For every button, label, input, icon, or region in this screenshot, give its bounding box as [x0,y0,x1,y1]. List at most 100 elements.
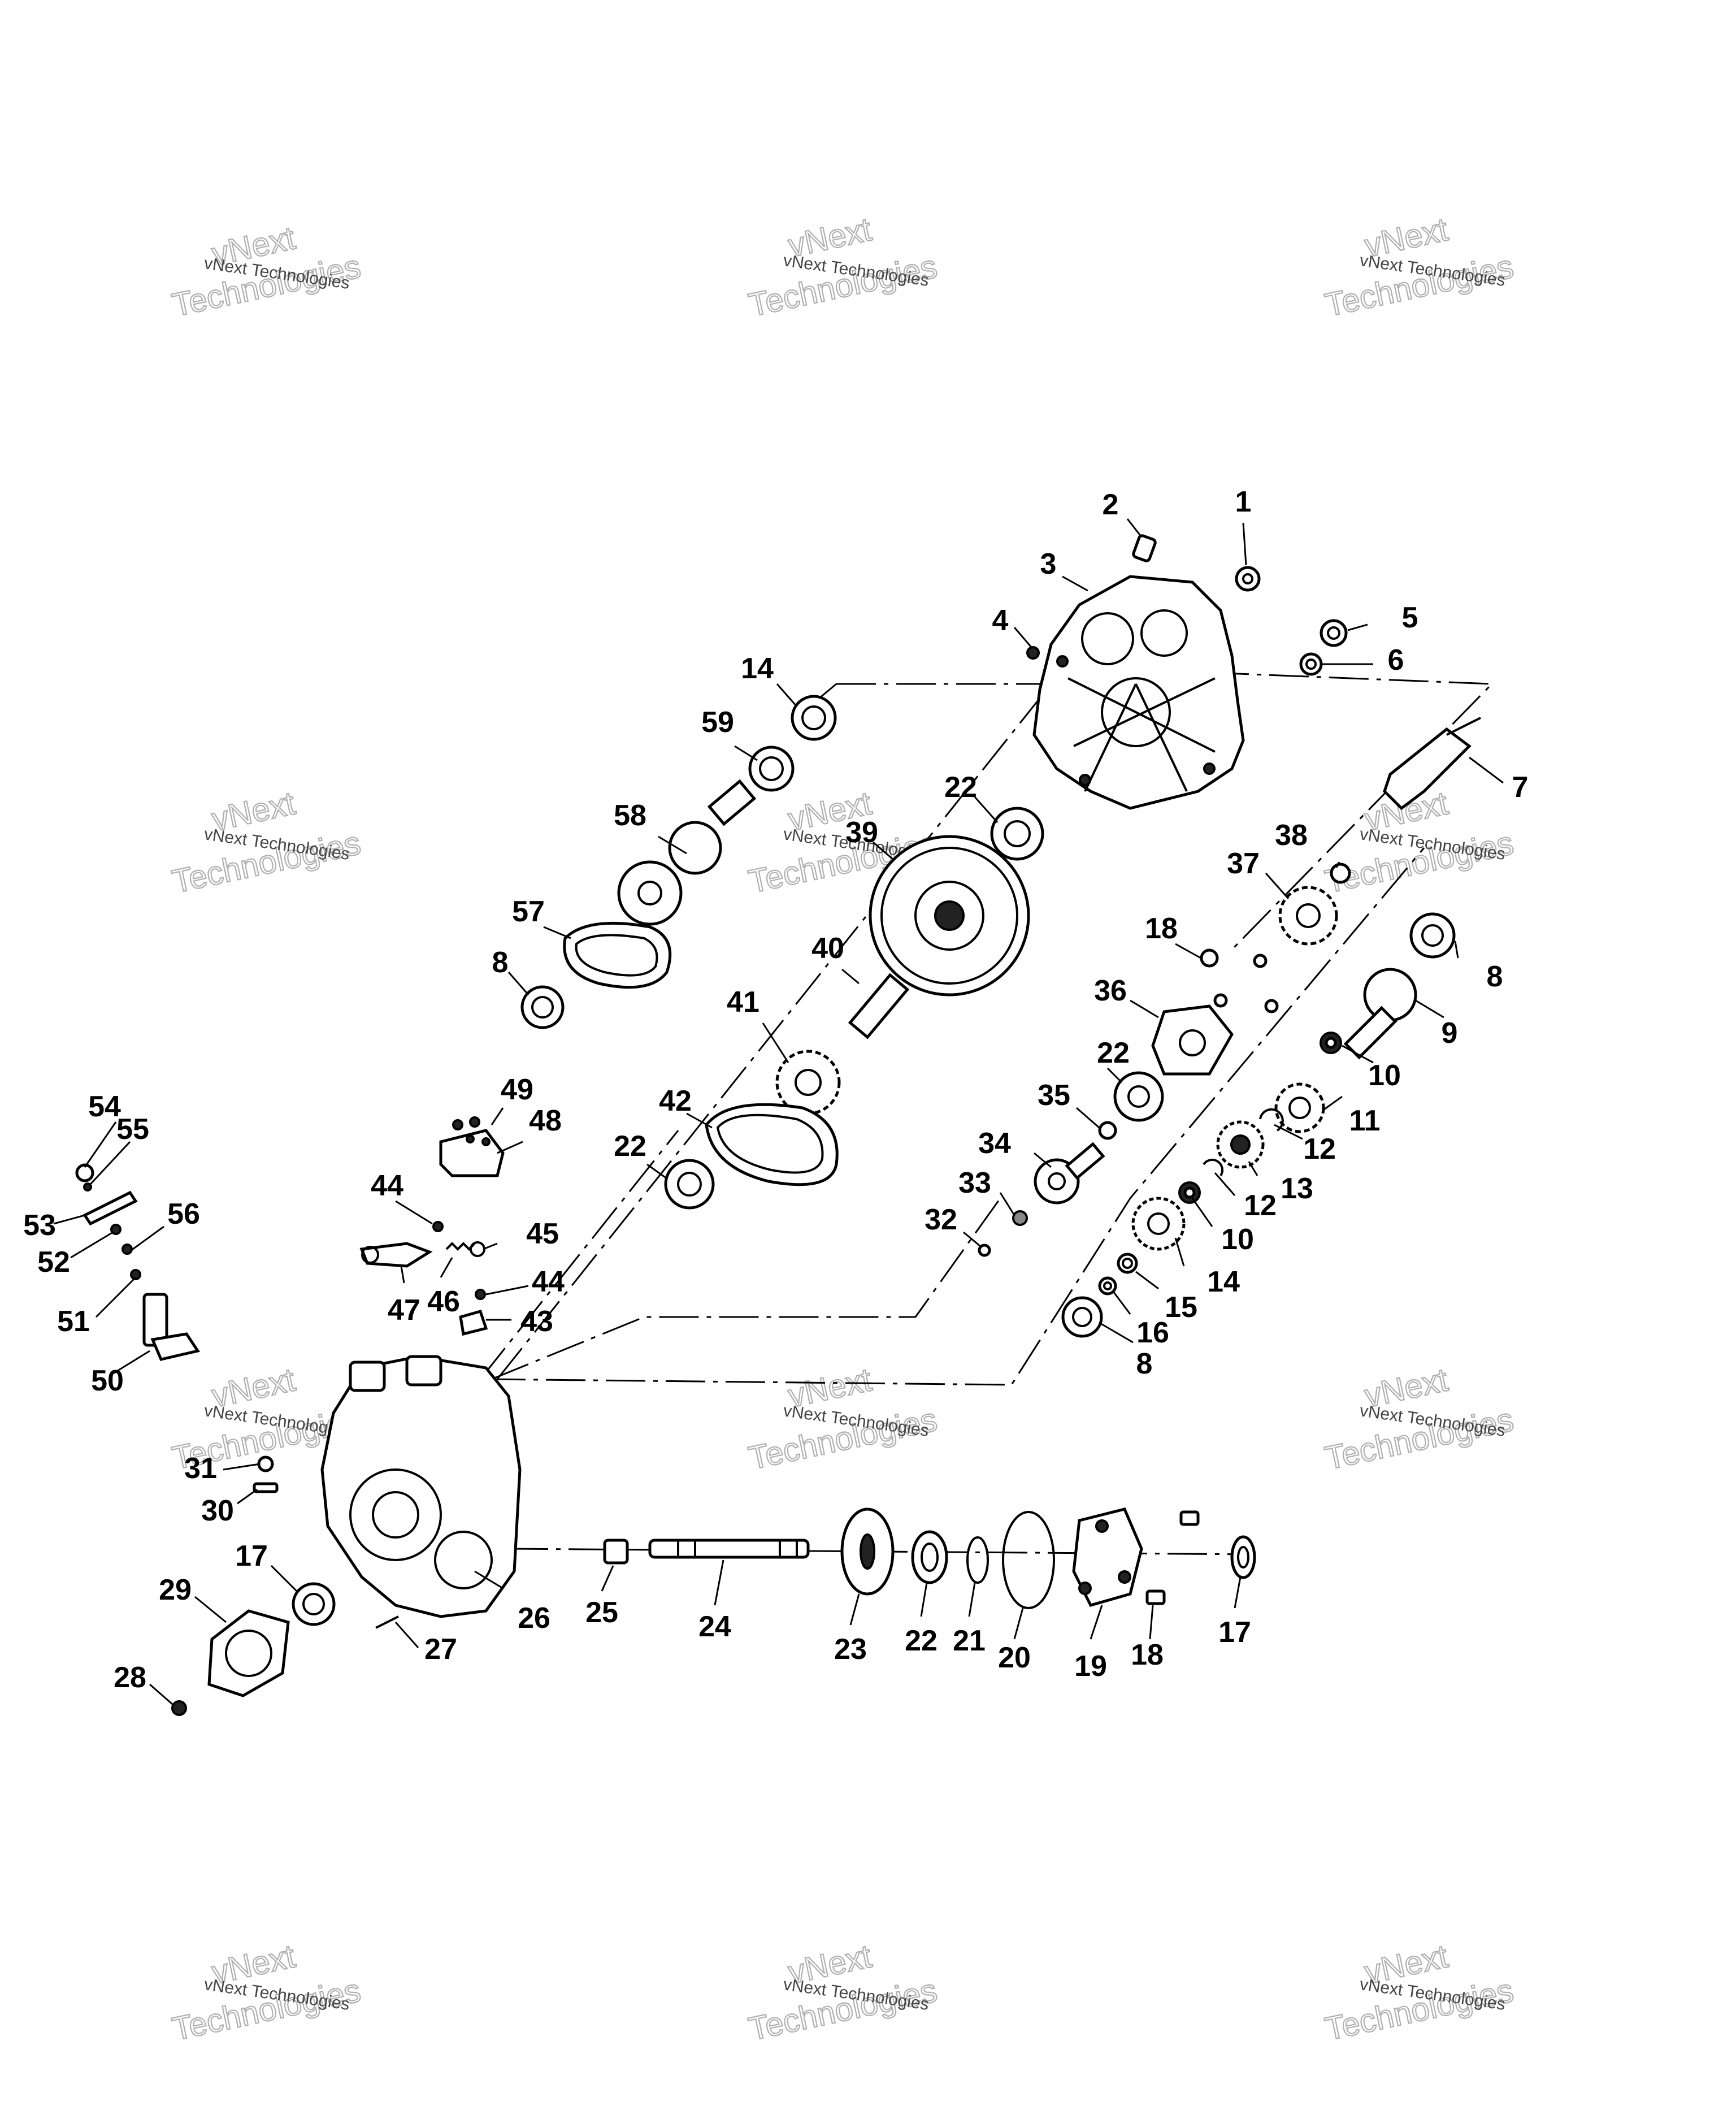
bolt-31 [257,1455,274,1472]
lever-53 [83,1190,138,1226]
callout-50: 50 [91,1364,124,1397]
callout-54: 54 [88,1090,121,1123]
callout-1: 1 [1235,486,1252,518]
callout-10-lower: 10 [1221,1223,1254,1256]
watermark-mid-right: vNext Technologies vNext Technologies [1321,784,1517,901]
callout-45: 45 [526,1218,559,1250]
seal-51 [130,1269,141,1280]
callout-17-right: 17 [1218,1616,1251,1649]
bearing-22-output [911,1530,948,1584]
callout-59: 59 [701,706,734,739]
washer-52 [110,1224,121,1235]
callout-17-left: 17 [235,1540,268,1572]
washer-35 [1098,1121,1117,1140]
watermark-mid-left: vNext Technologies vNext Technologies [168,784,364,901]
pin-44-upper [432,1221,444,1232]
chain-57 [563,921,672,989]
nut-54-55 [75,1163,94,1192]
callout-48: 48 [529,1104,562,1137]
snap-ring-12-upper [1259,1108,1284,1132]
callout-22-left: 22 [614,1130,646,1163]
nut-1 [1235,566,1261,592]
bearing-8-upper-right [1409,912,1456,959]
callout-33: 33 [958,1167,991,1199]
washer-15 [1117,1253,1138,1274]
washer-10-lower [1178,1181,1201,1204]
callout-4: 4 [992,604,1009,637]
shaft-9 [1343,968,1417,1060]
callout-11: 11 [1349,1104,1381,1137]
spring-46 [445,1241,485,1257]
seal-17-right [1230,1535,1256,1579]
callout-34: 34 [978,1127,1011,1160]
callout-12-upper: 12 [1303,1133,1336,1166]
washer-33 [1012,1210,1028,1226]
callout-6: 6 [1388,644,1404,677]
callout-39: 39 [845,816,878,849]
callout-10-upper: 10 [1368,1059,1401,1092]
gear-14-lower [1131,1197,1186,1251]
washer-56 [121,1244,133,1255]
callout-40: 40 [811,932,844,965]
watermark-bottom-right: vNext Technologies vNext Technologies [1321,1937,1517,2048]
bearing-8-left [520,985,565,1029]
washer-32 [978,1244,991,1257]
watermark-lower-right: vNext Technologies vNext Technologies [1321,1361,1517,1478]
watermark-bottom-left: vNext Technologies vNext Technologies [168,1937,364,2048]
output-shaft-24 [648,1539,810,1559]
o-ring-20 [1002,1511,1055,1609]
dowel-27 [375,1615,399,1629]
large-gear-39 [869,835,1030,996]
callout-2: 2 [1103,488,1119,521]
bolt-2 [1132,534,1157,562]
callout-22-mid: 22 [1097,1037,1130,1069]
bearing-14-upper [791,695,837,741]
screw-49 [452,1116,480,1130]
callout-26: 26 [518,1602,550,1635]
washer-30 [253,1482,279,1493]
shift-shaft-50 [142,1293,201,1361]
callout-47: 47 [388,1294,420,1327]
callout-37: 37 [1227,847,1260,880]
callout-56: 56 [167,1198,200,1231]
callout-24: 24 [698,1610,731,1643]
callout-20: 20 [998,1641,1031,1674]
bolt-4 [1026,646,1040,660]
callout-14-upper: 14 [741,652,774,685]
leader-lines [53,518,1504,1705]
nut-25 [603,1539,629,1565]
watermark-top-center: vNext Technologies vNext Technologies [745,210,941,324]
watermark-top-left: vNext Technologies vNext Technologies [168,219,364,324]
bolt-28 [171,1700,187,1716]
snap-ring-12-lower [1203,1159,1224,1177]
callout-8-upper-right: 8 [1487,960,1503,993]
sprocket-37 [1278,886,1338,946]
callout-28: 28 [114,1661,146,1694]
callout-labels: 1 2 3 4 5 6 7 8 8 8 9 10 10 11 12 12 13 … [23,486,1528,1694]
callout-3: 3 [1040,548,1057,580]
callout-44-lower: 44 [532,1266,565,1298]
callout-19: 19 [1074,1650,1107,1683]
callout-46: 46 [427,1285,460,1318]
shaft-gear-58 [617,779,757,926]
bearing-59 [748,746,795,792]
bearing-22-mid [1113,1071,1164,1122]
gear-11 [1274,1082,1325,1133]
callout-12-lower: 12 [1244,1189,1277,1222]
callout-14-lower: 14 [1207,1266,1240,1298]
assembly-centerlines [479,655,1494,1556]
shift-fork-7 [1383,717,1481,811]
callout-5: 5 [1402,601,1418,634]
plug-5 [1320,619,1348,647]
callout-43: 43 [520,1305,553,1338]
bearing-8-lower-right [1061,1296,1103,1338]
watermark-lower-center: vNext Technologies vNext Technologies [745,1361,941,1478]
watermark-top-right: vNext Technologies vNext Technologies [1321,210,1517,324]
callout-49: 49 [501,1073,533,1106]
callout-30: 30 [201,1494,234,1527]
watermark-bottom-center: vNext Technologies vNext Technologies [745,1937,941,2048]
detent-43 [459,1309,488,1336]
switch-48 [439,1129,505,1177]
callout-44-upper: 44 [371,1169,403,1202]
